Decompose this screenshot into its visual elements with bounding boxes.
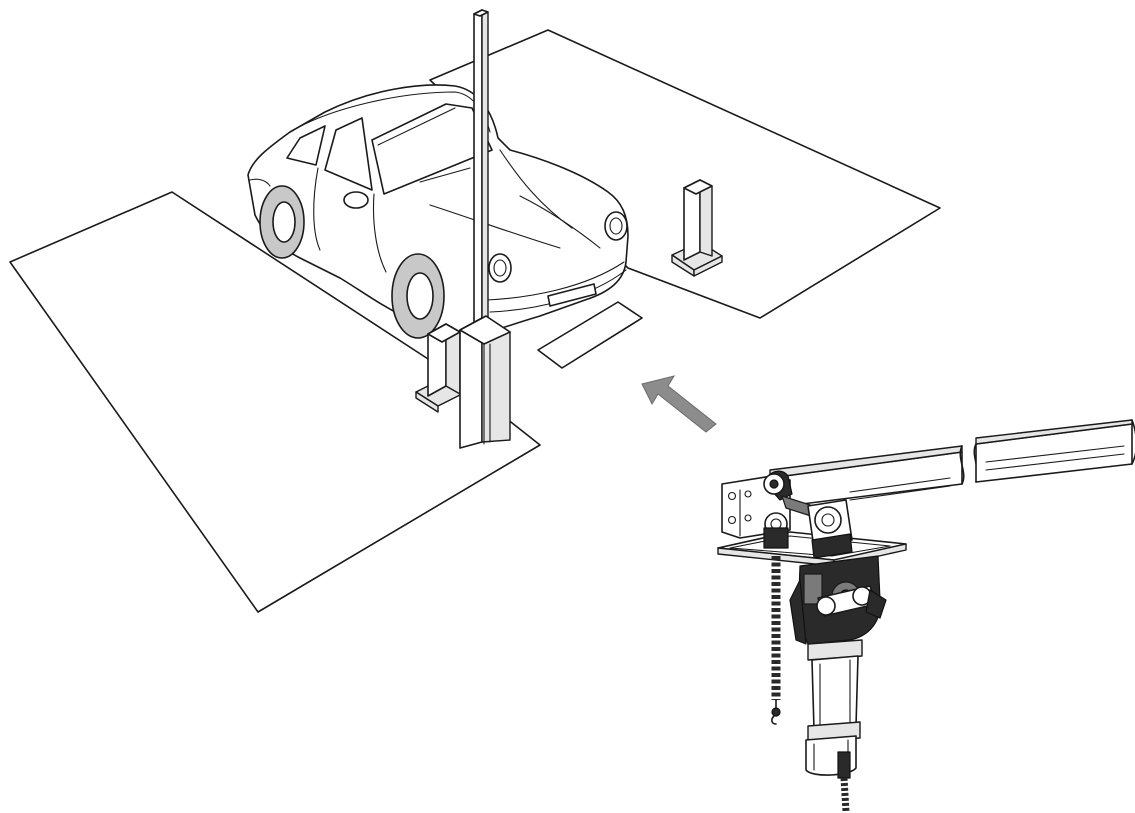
car [247, 84, 629, 339]
car-headlight-right [604, 211, 628, 241]
direction-arrow-icon [641, 375, 717, 433]
barrier-boom-raised [473, 9, 489, 331]
power-connector [837, 751, 851, 779]
car-rear-side-window [286, 125, 326, 166]
detail-balance-spring [771, 556, 781, 725]
housing-top [459, 315, 511, 345]
car-license-plate [547, 283, 597, 307]
car-front-side-window [324, 117, 373, 191]
crank-pivot [814, 506, 842, 534]
detail-boom-arm [769, 419, 1135, 509]
card-reader-column-right [671, 179, 723, 277]
motor-body [811, 655, 859, 731]
car-front-wheel [391, 253, 445, 339]
detail-drive-mechanism [763, 470, 887, 813]
induction-loop-sensor [537, 301, 643, 369]
car-side-mirror [343, 191, 369, 209]
car-front-bumper [485, 261, 625, 301]
car-rear-wheel [259, 185, 305, 259]
car-headlight-left [488, 253, 512, 283]
motor-flange [807, 639, 863, 661]
barrier-gate-housing [459, 315, 511, 449]
power-cable [840, 777, 850, 813]
